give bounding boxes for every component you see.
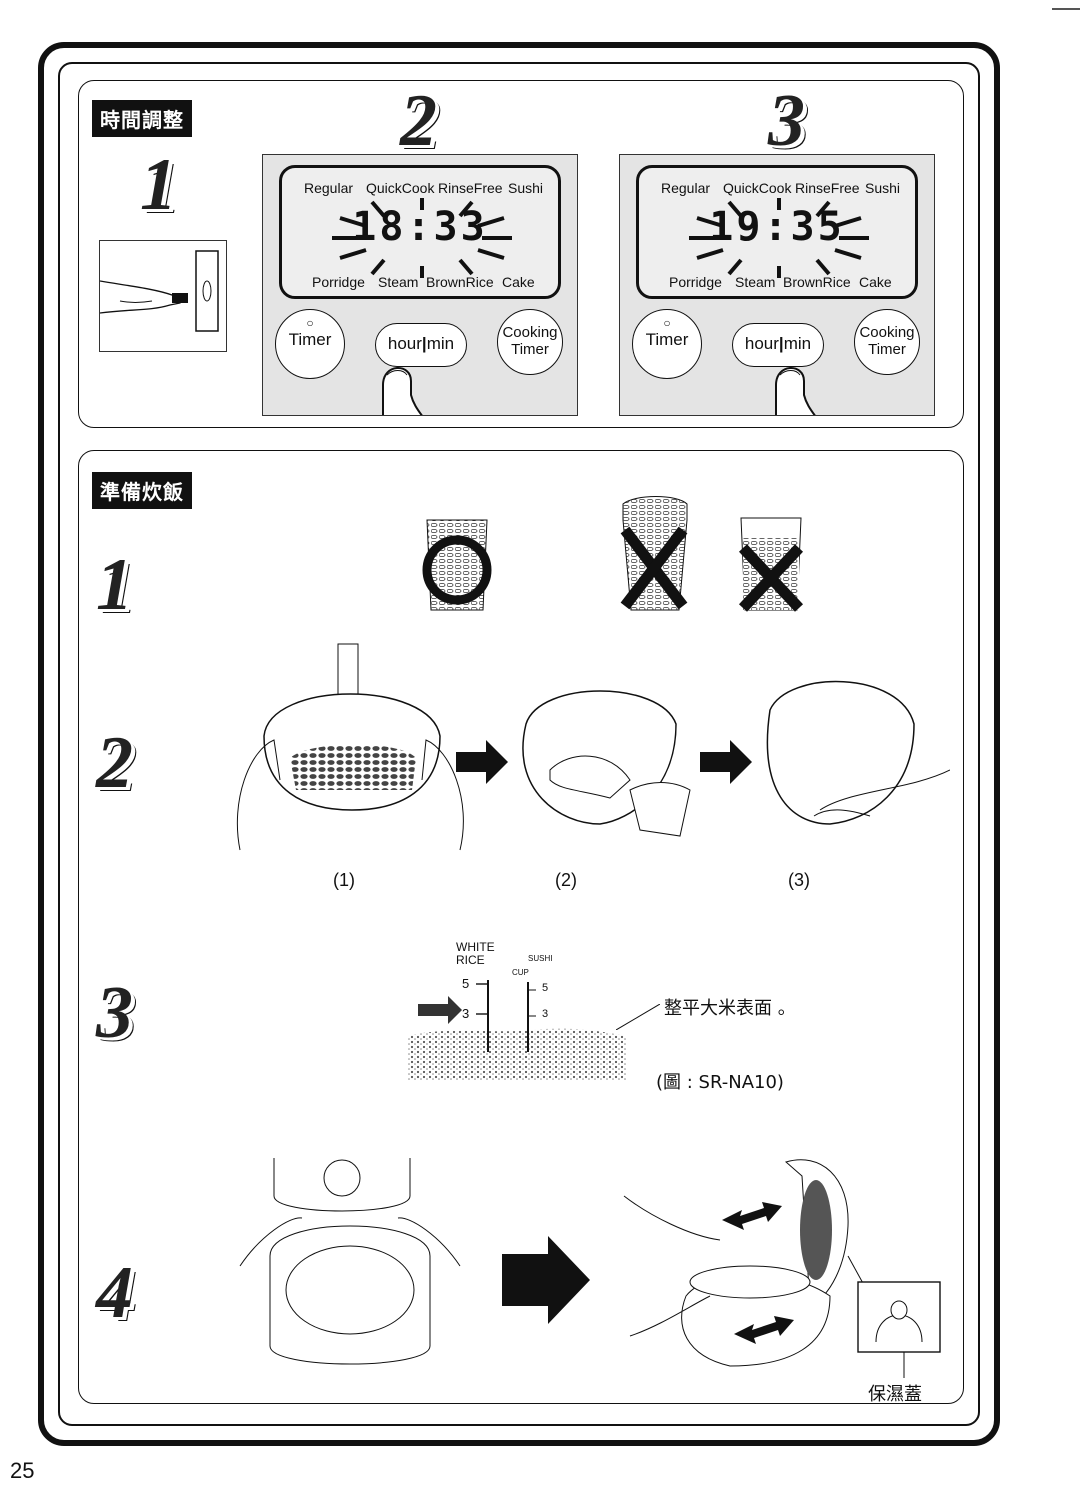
page-number: 25	[10, 1458, 35, 1483]
cooking-timer-button[interactable]: Cooking Timer	[497, 309, 563, 375]
prep-step-2: 2	[96, 722, 133, 804]
time-display: 19:35	[709, 204, 845, 250]
page-frame	[38, 42, 1000, 1446]
mode-quick-cook: QuickCook	[366, 180, 435, 196]
cup-label: CUP	[512, 968, 529, 977]
plug-in-illustration	[99, 240, 227, 352]
mode-porridge: Porridge	[669, 274, 722, 290]
flash-rays	[332, 198, 512, 278]
mode-rinse-free: RinseFree	[795, 180, 860, 196]
wash-caption-1: (1)	[333, 870, 355, 890]
control-panel-step2: Regular QuickCook RinseFree Sushi 18:33 …	[262, 154, 578, 416]
prep-tag: 準備炊飯	[92, 472, 192, 509]
flash-rays	[689, 198, 869, 278]
time-adjust-panel	[78, 80, 964, 428]
mark-3-sushi: 3	[542, 1008, 549, 1020]
mode-brown-rice: BrownRice	[783, 274, 851, 290]
mode-steam: Steam	[735, 274, 776, 290]
prep-step-1: 1	[96, 544, 133, 626]
prep-step-3: 3	[96, 972, 133, 1054]
mode-regular: Regular	[661, 180, 711, 196]
cooking-timer-button[interactable]: Cooking Timer	[854, 309, 920, 375]
inner-pan-insert-illustration	[239, 1158, 941, 1378]
wash-caption-2: (2)	[555, 870, 577, 890]
timer-button[interactable]: ○ Timer	[632, 309, 702, 379]
mode-rinse-free: RinseFree	[438, 180, 503, 196]
mode-quick-cook: QuickCook	[723, 180, 792, 196]
mark-5-white: 5	[462, 976, 470, 991]
time-adjust-tag: 時間調整	[92, 100, 192, 137]
mode-porridge: Porridge	[312, 274, 365, 290]
mode-cake: Cake	[502, 274, 535, 290]
prep-panel	[78, 450, 964, 1404]
measuring-cups-illustration	[422, 496, 804, 612]
mode-brown-rice: BrownRice	[426, 274, 494, 290]
white-rice-label-rice: RICE	[456, 953, 485, 967]
control-panel-step3: Regular QuickCook RinseFree Sushi 19:35 …	[619, 154, 935, 416]
margin-rule	[1052, 8, 1080, 10]
moisture-lid-label: 保濕蓋	[868, 1384, 922, 1405]
time-display: 18:33	[352, 204, 488, 250]
mode-sushi: Sushi	[865, 180, 901, 196]
lcd-screen: Regular QuickCook RinseFree Sushi 19:35 …	[636, 165, 918, 299]
callout-line	[616, 1004, 660, 1030]
time-step-2: 2	[400, 80, 437, 162]
hour-min-button[interactable]: hour|min	[732, 323, 824, 367]
mode-sushi: Sushi	[508, 180, 544, 196]
mode-regular: Regular	[304, 180, 354, 196]
white-rice-label-white: WHITE	[456, 940, 495, 954]
time-step-3: 3	[768, 80, 805, 162]
pressing-finger-icon	[382, 367, 423, 415]
mode-steam: Steam	[378, 274, 419, 290]
mode-cake: Cake	[859, 274, 892, 290]
hour-min-button[interactable]: hour|min	[375, 323, 467, 367]
water-level-illustration: WHITE RICE SUSHI CUP 5 3 5 3	[404, 940, 634, 1090]
pressing-finger-icon	[775, 367, 816, 415]
level-surface-text: 整平大米表面 。	[664, 998, 796, 1019]
timer-button[interactable]: ○ Timer	[275, 309, 345, 379]
min-label: min	[426, 334, 455, 353]
rice-washing-illustration	[236, 643, 950, 851]
prep-step-4: 4	[96, 1252, 133, 1334]
wash-caption-3: (3)	[788, 870, 810, 890]
sushi-label: SUSHI	[528, 954, 553, 963]
hour-label: hour	[387, 334, 422, 353]
hour-label: hour	[744, 334, 779, 353]
lcd-screen: Regular QuickCook RinseFree Sushi 18:33 …	[279, 165, 561, 299]
time-step-1: 1	[140, 144, 177, 226]
min-label: min	[783, 334, 812, 353]
page-frame-inner	[58, 62, 980, 1426]
mark-3-white: 3	[462, 1006, 470, 1021]
mark-5-sushi: 5	[542, 982, 549, 994]
figure-model-note: (圖 : SR-NA10)	[656, 1072, 784, 1093]
